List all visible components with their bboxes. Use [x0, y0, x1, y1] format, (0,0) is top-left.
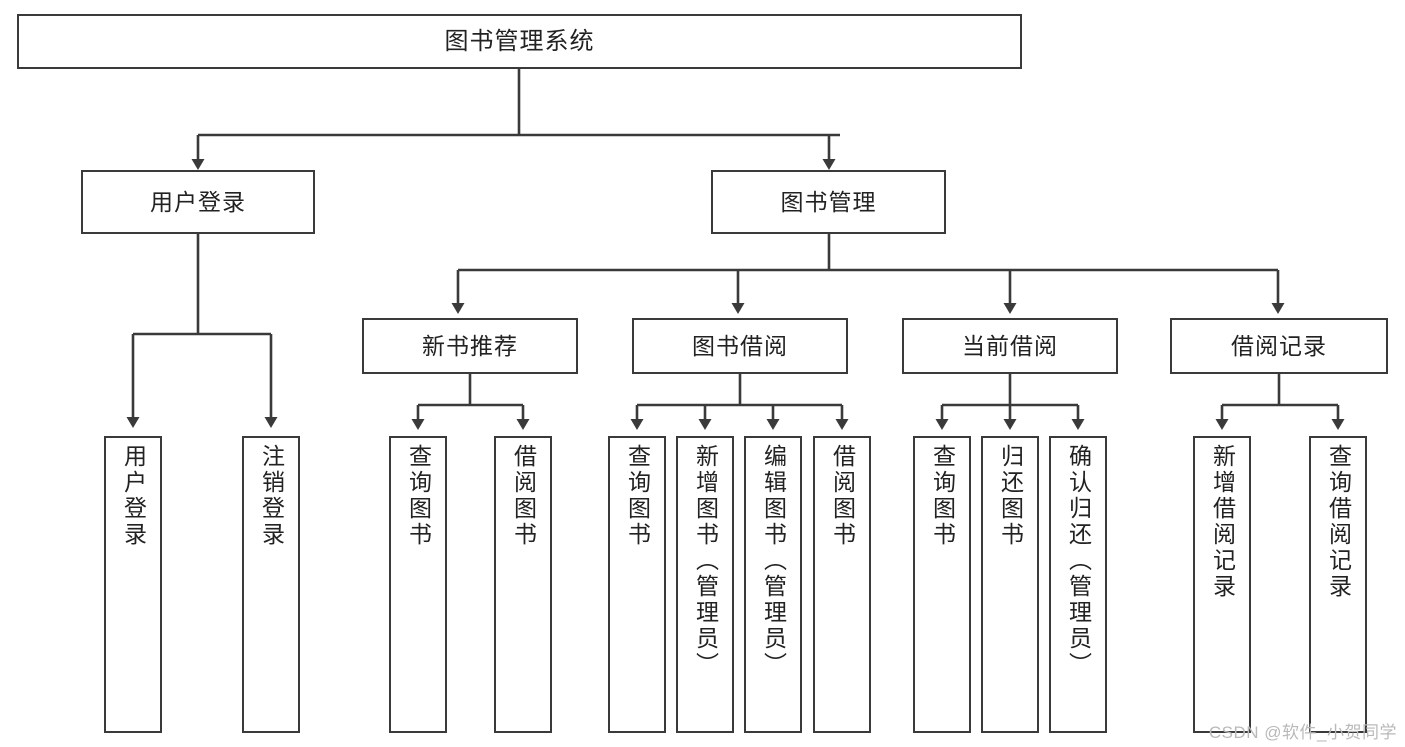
- node-label: 编辑图书（管理员）: [760, 444, 787, 678]
- node-label: 用户登录: [150, 188, 246, 215]
- node-label: 图书借阅: [692, 332, 788, 359]
- node-book-management[interactable]: 图书管理: [711, 170, 946, 234]
- node-user-login[interactable]: 用户登录: [81, 170, 315, 234]
- node-label: 注销登录: [258, 444, 285, 548]
- node-label: 用户登录: [120, 444, 147, 548]
- node-label: 查询图书: [405, 444, 432, 548]
- node-label: 查询图书: [929, 444, 956, 548]
- node-root-book-management-system[interactable]: 图书管理系统: [17, 14, 1022, 69]
- leaf-borrow-record-add[interactable]: 新增借阅记录: [1193, 436, 1251, 733]
- node-label: 确认归还（管理员）: [1065, 444, 1092, 678]
- node-label: 借阅记录: [1231, 332, 1327, 359]
- node-book-borrow[interactable]: 图书借阅: [632, 318, 848, 374]
- node-label: 借阅图书: [829, 444, 856, 548]
- leaf-current-borrow-confirm-return[interactable]: 确认归还（管理员）: [1049, 436, 1107, 733]
- node-label: 新增图书（管理员）: [692, 444, 719, 678]
- node-label: 图书管理: [780, 188, 877, 215]
- node-label: 新增借阅记录: [1209, 444, 1236, 600]
- node-label: 查询图书: [624, 444, 651, 548]
- leaf-user-login-logout[interactable]: 注销登录: [242, 436, 300, 733]
- node-label: 新书推荐: [422, 332, 518, 359]
- node-label: 归还图书: [997, 444, 1024, 548]
- node-new-book-recommend[interactable]: 新书推荐: [362, 318, 578, 374]
- leaf-book-borrow-edit[interactable]: 编辑图书（管理员）: [744, 436, 802, 733]
- leaf-user-login-login[interactable]: 用户登录: [104, 436, 162, 733]
- csdn-watermark: CSDN @软件_小贺同学: [1208, 723, 1397, 742]
- leaf-current-borrow-query[interactable]: 查询图书: [913, 436, 971, 733]
- node-label: 查询借阅记录: [1325, 444, 1352, 600]
- leaf-book-borrow-query[interactable]: 查询图书: [608, 436, 666, 733]
- node-label: 当前借阅: [962, 332, 1058, 359]
- leaf-book-borrow-add[interactable]: 新增图书（管理员）: [676, 436, 734, 733]
- leaf-new-book-query[interactable]: 查询图书: [389, 436, 447, 733]
- node-label: 借阅图书: [510, 444, 537, 548]
- node-label: 图书管理系统: [444, 27, 595, 55]
- node-current-borrow[interactable]: 当前借阅: [902, 318, 1118, 374]
- leaf-borrow-record-query[interactable]: 查询借阅记录: [1309, 436, 1367, 733]
- leaf-book-borrow-borrow[interactable]: 借阅图书: [813, 436, 871, 733]
- node-borrow-record[interactable]: 借阅记录: [1170, 318, 1388, 374]
- leaf-new-book-borrow[interactable]: 借阅图书: [494, 436, 552, 733]
- leaf-current-borrow-return[interactable]: 归还图书: [981, 436, 1039, 733]
